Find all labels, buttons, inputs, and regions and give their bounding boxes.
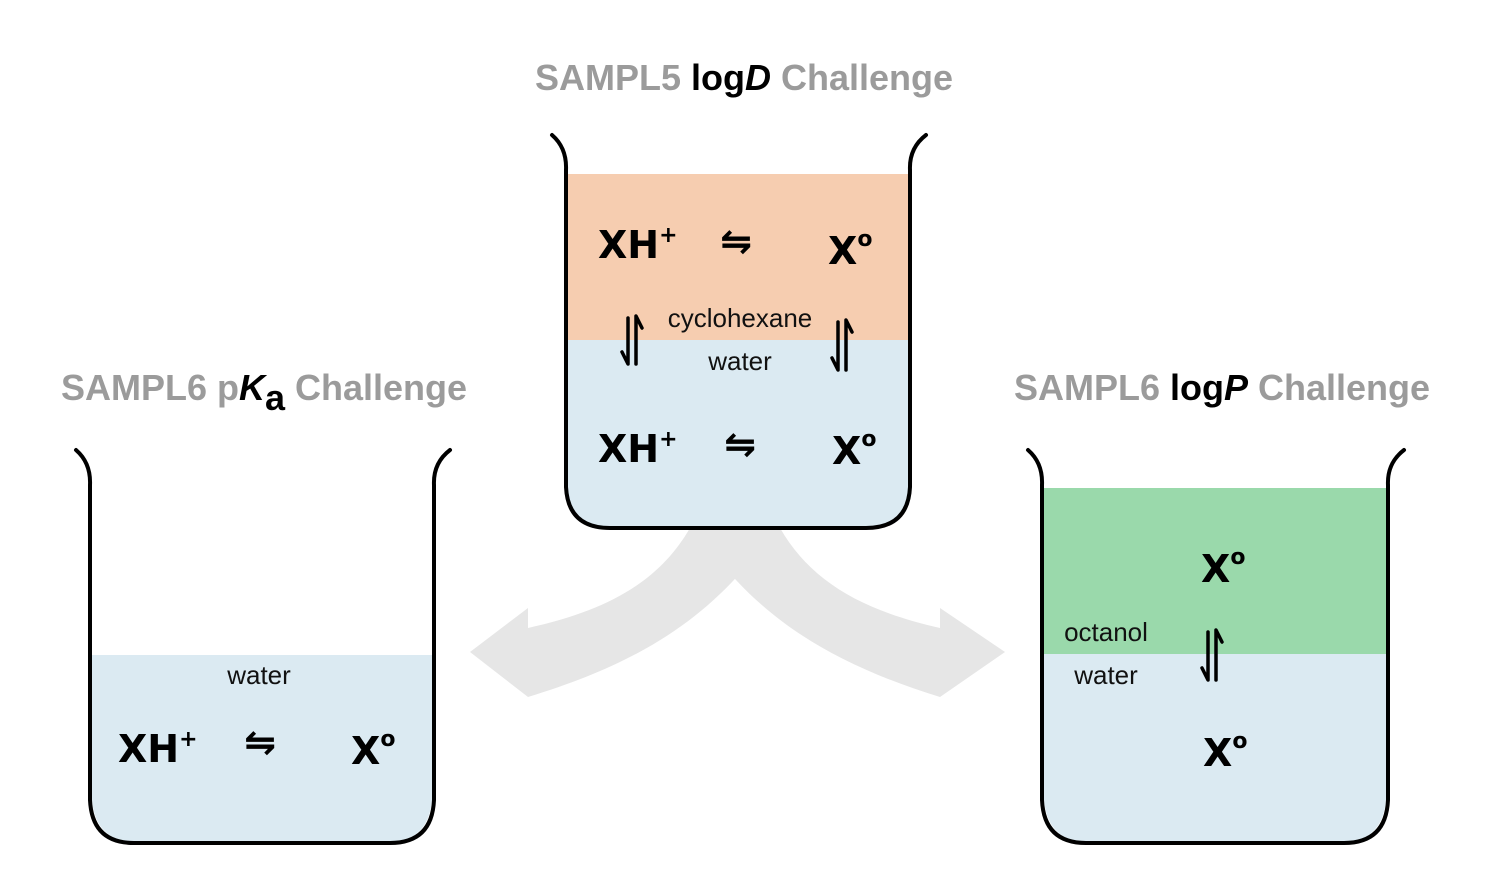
partition-arrow-right (830, 318, 854, 372)
species-x-octanol: Xo (1201, 545, 1245, 591)
water-layer (1044, 654, 1386, 842)
equilibrium-bottom: ⇋ (724, 422, 756, 466)
partition-arrow (1200, 628, 1224, 682)
left-branch-arrow (470, 528, 775, 697)
species-x: Xo (351, 727, 395, 773)
label-water-right: water (1073, 660, 1138, 690)
title-logp: SAMPL6 logP Challenge (1014, 367, 1430, 408)
equilibrium: ⇋ (244, 720, 276, 764)
species-x-bottom: Xo (832, 427, 876, 473)
species-xh-bottom: XH+ (598, 427, 678, 471)
beaker-outline (1026, 448, 1406, 845)
cyclohexane-layer (567, 174, 909, 340)
octanol-layer (1044, 488, 1386, 654)
branch-arrows (470, 528, 1005, 697)
right-branch-arrow (695, 528, 1005, 697)
species-x-water: Xo (1203, 729, 1247, 775)
label-water-left: water (226, 660, 291, 690)
beaker-logd: XH+ ⇋ Xo cyclohexane water XH+ ⇋ Xo (550, 133, 928, 530)
beaker-outline (550, 133, 928, 530)
beaker-pka: water XH+ ⇋ Xo (74, 448, 452, 845)
water-layer (567, 340, 909, 527)
label-octanol: octanol (1064, 617, 1148, 647)
title-logd: SAMPL5 logD Challenge (535, 57, 953, 98)
title-pka: SAMPL6 pKa Challenge (61, 367, 467, 418)
species-xh-top: XH+ (598, 223, 678, 267)
beaker-logp: Xo octanol water Xo (1026, 448, 1406, 845)
partition-arrow-left (620, 314, 644, 366)
water-layer (92, 655, 432, 842)
beaker-outline (74, 448, 452, 845)
species-x-top: Xo (828, 227, 872, 273)
species-xh: XH+ (118, 727, 198, 771)
equilibrium-top: ⇋ (720, 219, 752, 263)
label-water-center: water (707, 346, 772, 376)
label-cyclohexane: cyclohexane (668, 303, 813, 333)
